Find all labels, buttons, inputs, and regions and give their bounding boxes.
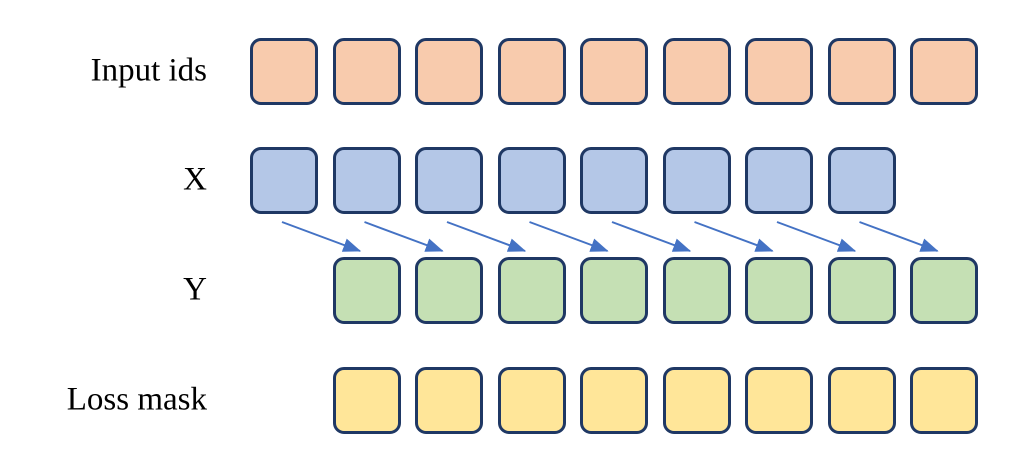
token-box-input-ids-5 — [580, 38, 648, 105]
token-box-loss-mask-5 — [662, 367, 731, 434]
token-box-input-ids-9 — [910, 38, 978, 105]
token-box-input-ids-4 — [497, 38, 566, 105]
token-box-y-3 — [497, 257, 566, 324]
token-box-loss-mask-7 — [827, 367, 896, 434]
token-box-x-2 — [332, 147, 401, 214]
shift-arrow-2 — [364, 221, 444, 252]
token-box-y-4 — [580, 257, 648, 324]
token-box-loss-mask-6 — [745, 367, 813, 434]
token-box-input-ids-2 — [332, 38, 401, 105]
token-box-y-2 — [415, 257, 483, 324]
token-box-loss-mask-8 — [910, 367, 978, 434]
token-box-y-1 — [332, 257, 401, 324]
token-box-x-5 — [580, 147, 648, 214]
token-box-input-ids-3 — [415, 38, 483, 105]
token-box-input-ids-8 — [827, 38, 896, 105]
row-label-loss-mask: Loss mask — [66, 381, 207, 418]
token-box-input-ids-6 — [662, 38, 731, 105]
shift-arrow-4 — [529, 221, 609, 252]
token-box-x-4 — [497, 147, 566, 214]
token-box-y-7 — [827, 257, 896, 324]
shift-arrow-1 — [281, 221, 362, 252]
row-label-x: X — [183, 161, 207, 198]
token-box-input-ids-1 — [250, 38, 318, 105]
shift-arrow-7 — [776, 221, 857, 252]
token-box-input-ids-7 — [745, 38, 813, 105]
token-box-loss-mask-2 — [415, 367, 483, 434]
token-box-loss-mask-4 — [580, 367, 648, 434]
shift-arrow-5 — [611, 221, 692, 252]
token-box-y-6 — [745, 257, 813, 324]
token-box-loss-mask-3 — [497, 367, 566, 434]
token-box-x-1 — [250, 147, 318, 214]
row-label-input-ids: Input ids — [90, 52, 207, 89]
token-box-x-6 — [662, 147, 731, 214]
token-box-y-8 — [910, 257, 978, 324]
shift-arrow-3 — [446, 221, 527, 252]
token-box-x-7 — [745, 147, 813, 214]
token-box-x-8 — [827, 147, 896, 214]
shift-arrow-8 — [859, 221, 939, 252]
shift-arrows — [281, 221, 939, 252]
token-box-x-3 — [415, 147, 483, 214]
shift-arrow-6 — [694, 221, 774, 252]
token-box-loss-mask-1 — [332, 367, 401, 434]
token-box-y-5 — [662, 257, 731, 324]
row-label-y: Y — [183, 271, 207, 308]
